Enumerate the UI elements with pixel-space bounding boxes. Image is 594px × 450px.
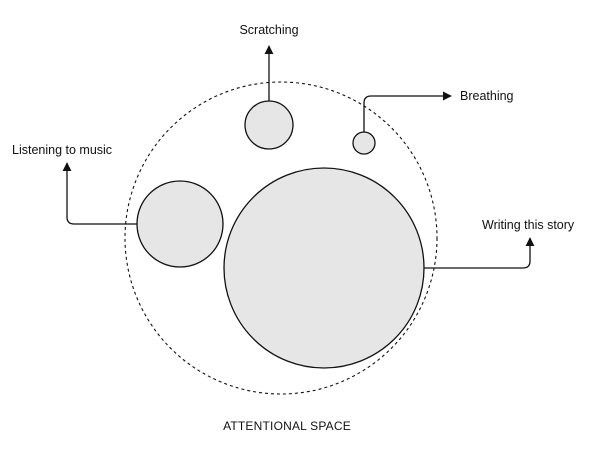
writing-circle: [223, 167, 425, 369]
listening-label: Listening to music: [12, 143, 112, 157]
listening-connector: [62, 162, 138, 225]
attentional-space-boundary: [124, 81, 438, 395]
breathing-circle: [352, 131, 376, 155]
diagram-caption: ATTENTIONAL SPACE: [223, 419, 351, 433]
scratching-circle: [244, 100, 294, 150]
listening-circle: [136, 180, 224, 268]
breathing-label: Breathing: [460, 89, 514, 103]
writing-connector: [424, 237, 535, 269]
writing-label: Writing this story: [482, 218, 575, 232]
scratching-label: Scratching: [239, 23, 298, 37]
breathing-connector: [363, 91, 452, 132]
